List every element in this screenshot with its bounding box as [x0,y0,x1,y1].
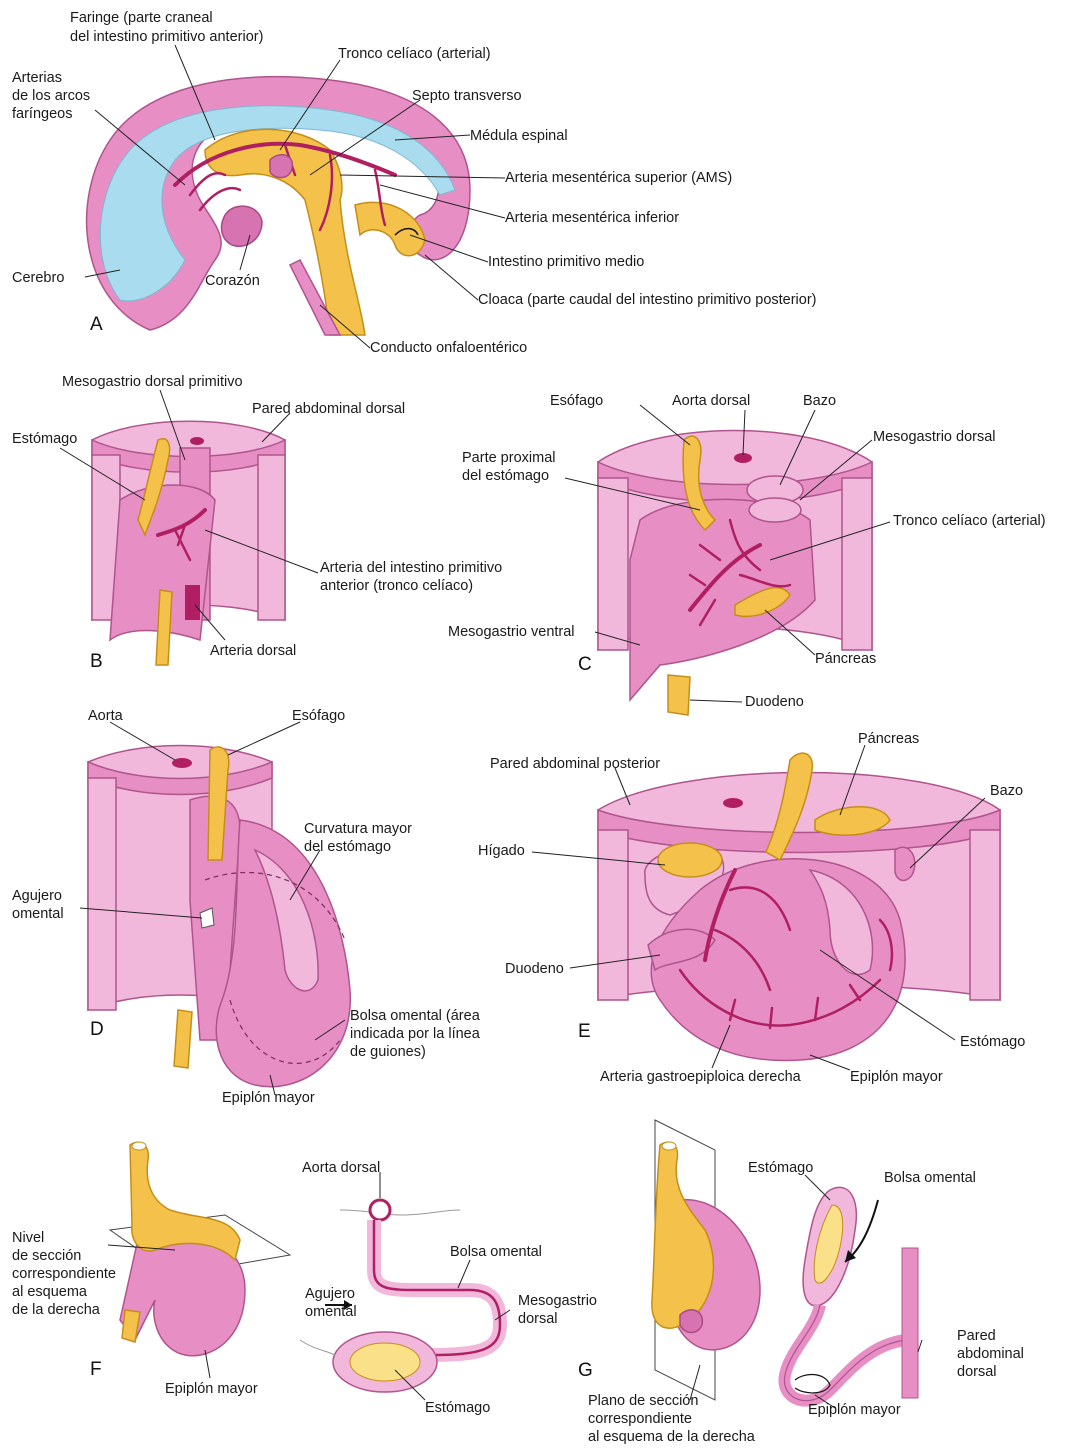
label-nivel-4: al esquema [12,1284,88,1300]
label-estomago-e: Estómago [960,1034,1025,1050]
label-agujero-f-2: omental [305,1304,357,1320]
panel-letter-d: D [90,1019,104,1040]
label-plano-3: al esquema de la derecha [588,1429,756,1445]
panel-letter-f: F [90,1359,102,1380]
label-epiplon-g: Epiplón mayor [808,1402,901,1418]
panel-letter-g: G [578,1360,593,1381]
label-curvatura-2: del estómago [304,839,391,855]
section-g [784,1187,918,1400]
label-agujero-f-1: Agujero [305,1286,355,1302]
panel-c: Esófago Aorta dorsal Bazo Parte proximal… [448,393,1046,715]
embryo-drawing [87,77,470,335]
label-cerebro: Cerebro [12,270,64,286]
label-estomago-b: Estómago [12,431,77,447]
label-bazo-c: Bazo [803,393,836,409]
label-epiplon-f: Epiplón mayor [165,1381,258,1397]
label-arterias-1: Arterias [12,70,62,86]
label-nivel-1: Nivel [12,1230,44,1246]
panel-letter-c: C [578,654,592,675]
label-agujero-d-1: Agujero [12,888,62,904]
label-bolsa-d-1: Bolsa omental (área [350,1008,481,1024]
label-esofago-d: Esófago [292,708,345,724]
label-aorta-d: Aorta [88,708,124,724]
label-curvatura-1: Curvatura mayor [304,821,412,837]
label-tronco-c: Tronco celíaco (arterial) [893,513,1046,529]
label-arterias-2: de los arcos [12,88,90,104]
panel-g: Estómago Bolsa omental Pared abdominal d… [578,1120,1024,1445]
label-duodeno-e: Duodeno [505,961,564,977]
label-mesogastrio-f-2: dorsal [518,1311,558,1327]
panel-d: Aorta Esófago Curvatura mayor del estóma… [12,708,481,1106]
label-intestino-medio: Intestino primitivo medio [488,254,644,270]
panel-a: Faringe (parte craneal del intestino pri… [12,10,817,356]
label-pared-g-1: Pared [957,1328,996,1344]
panel-letter-e: E [578,1021,591,1042]
panel-e: Páncreas Pared abdominal posterior Bazo … [478,731,1025,1085]
label-bazo-e: Bazo [990,783,1023,799]
label-aorta-dorsal-c: Aorta dorsal [672,393,750,409]
label-faringe-1: Faringe (parte craneal [70,10,213,26]
label-parte-proximal-2: del estómago [462,468,549,484]
label-ams: Arteria mesentérica superior (AMS) [505,170,732,186]
label-arteria-gastroepiploica: Arteria gastroepiploica derecha [600,1069,802,1085]
panel-f: Aorta dorsal Nivel de sección correspond… [12,1142,597,1416]
label-bolsa-omental-g: Bolsa omental [884,1170,976,1186]
label-bolsa-d-3: de guiones) [350,1044,426,1060]
label-estomago-g: Estómago [748,1160,813,1176]
label-bolsa-omental-f: Bolsa omental [450,1244,542,1260]
label-nivel-2: de sección [12,1248,81,1264]
label-esofago-c: Esófago [550,393,603,409]
label-arteria-intestino-2: anterior (tronco celíaco) [320,578,473,594]
label-cloaca: Cloaca (parte caudal del intestino primi… [478,292,817,308]
label-plano-2: correspondiente [588,1411,692,1427]
label-ami: Arteria mesentérica inferior [505,210,679,226]
label-tronco-celiaco: Tronco celíaco (arterial) [338,46,491,62]
label-corazon: Corazón [205,273,260,289]
label-pared-dorsal: Pared abdominal dorsal [252,401,405,417]
label-faringe-2: del intestino primitivo anterior) [70,29,263,45]
label-bolsa-d-2: indicada por la línea [350,1026,481,1042]
label-pancreas-c: Páncreas [815,651,876,667]
label-aorta-dorsal-f: Aorta dorsal [302,1160,380,1176]
label-parte-proximal-1: Parte proximal [462,450,555,466]
label-conducto: Conducto onfaloentérico [370,340,527,356]
stomach-g [652,1120,760,1400]
label-epiplon-d: Epiplón mayor [222,1090,315,1106]
panel-letter-a: A [90,314,103,335]
label-mesogastrio-f-1: Mesogastrio [518,1293,597,1309]
panel-letter-b: B [90,651,103,672]
label-arteria-intestino-1: Arteria del intestino primitivo [320,560,502,576]
label-epiplon-e: Epiplón mayor [850,1069,943,1085]
label-arterias-3: faríngeos [12,106,72,122]
label-medula: Médula espinal [470,128,568,144]
label-plano-1: Plano de sección [588,1393,698,1409]
label-agujero-d-2: omental [12,906,64,922]
label-nivel-5: de la derecha [12,1302,101,1318]
label-mesogastrio-dorsal-c: Mesogastrio dorsal [873,429,996,445]
panel-b: Mesogastrio dorsal primitivo Pared abdom… [12,374,502,672]
label-pared-posterior: Pared abdominal posterior [490,756,660,772]
label-duodeno-c: Duodeno [745,694,804,710]
label-nivel-3: correspondiente [12,1266,116,1282]
label-pancreas-e: Páncreas [858,731,919,747]
label-arteria-dorsal: Arteria dorsal [210,643,296,659]
label-higado: Hígado [478,843,525,859]
stomach-f [110,1142,290,1356]
label-mesogastrio-ventral: Mesogastrio ventral [448,624,575,640]
label-pared-g-3: dorsal [957,1364,997,1380]
label-mesogastrio-primitivo: Mesogastrio dorsal primitivo [62,374,243,390]
label-estomago-f: Estómago [425,1400,490,1416]
label-pared-g-2: abdominal [957,1346,1024,1362]
label-septo: Septo transverso [412,88,522,104]
